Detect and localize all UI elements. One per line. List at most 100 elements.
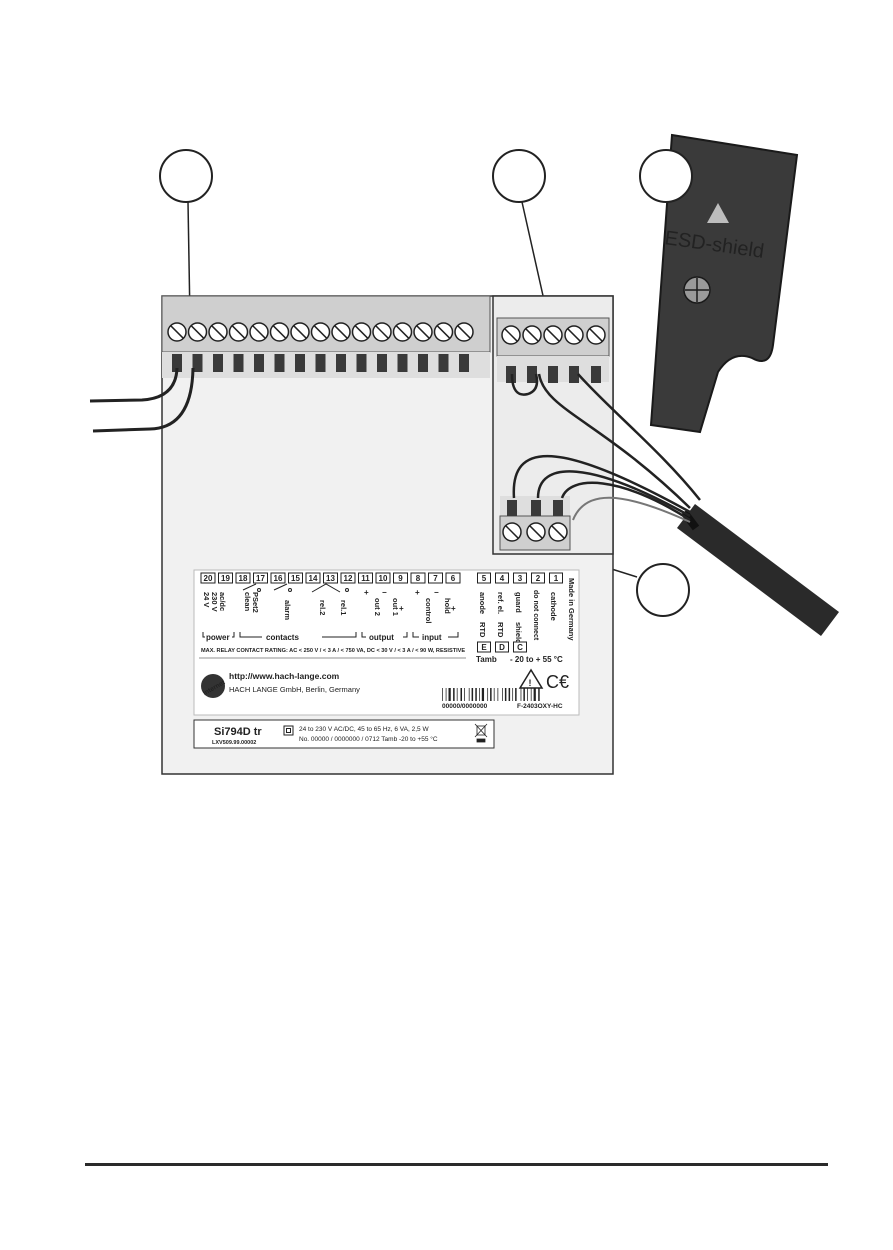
barcode-bar: [468, 688, 470, 701]
barcode-bar: [442, 688, 443, 701]
terminal-number-box: [358, 572, 373, 584]
barcode-bar: [523, 688, 525, 701]
contact-slot: [527, 366, 537, 383]
terminal-number-box: [253, 572, 268, 584]
contact-slot: [213, 354, 223, 372]
terminal-number-box: [495, 641, 509, 653]
terminal-number: 7: [433, 574, 438, 583]
screw-slot: [395, 325, 410, 339]
terminal-number-box: [495, 572, 509, 584]
screw-slot: [457, 325, 471, 339]
screw-slot: [375, 325, 389, 339]
terminal-number: 15: [291, 574, 300, 583]
contact-slot: [459, 354, 469, 372]
contact-slot: [377, 354, 387, 372]
sensor-terminal-labels: anode ref. el. guard do not connect cath…: [478, 578, 576, 644]
sign-minus-out: −: [382, 588, 387, 597]
screw-slot: [354, 325, 369, 339]
barcode-bar: [479, 688, 480, 701]
group-contacts: contacts: [266, 633, 299, 642]
screw-slot: [252, 325, 266, 339]
terminal-number: 3: [518, 574, 523, 583]
terminal-number-box: [513, 641, 527, 653]
barcode-bar: [497, 688, 499, 701]
screw-slot: [170, 325, 184, 339]
screw-slot: [546, 328, 560, 342]
barcode-bar: [490, 688, 492, 701]
label-hold: hold: [443, 598, 452, 614]
sign-plus-control: +: [415, 588, 420, 597]
barcode-bar: [487, 688, 489, 701]
label-alarm: alarm: [283, 600, 292, 620]
ce-mark: C€: [546, 672, 569, 692]
contact-slot: [233, 354, 244, 372]
barcode-bar: [512, 688, 514, 701]
terminal-number: 6: [451, 574, 456, 583]
terminal-number: 18: [239, 574, 248, 583]
label-guard: guard: [514, 592, 523, 613]
terminal-number-box: [288, 572, 303, 584]
label-out1: out 1: [391, 598, 400, 616]
barcode-bar: [475, 688, 477, 701]
screw-slot: [504, 328, 518, 342]
warning-icon: [707, 203, 729, 223]
group-input: input: [422, 633, 442, 642]
terminal-number-box: [323, 572, 338, 584]
company-name: HACH LANGE GmbH, Berlin, Germany: [229, 685, 360, 694]
nameplate-line2: No. 00000 / 0000000 / 0712 Tamb -20 to +…: [299, 735, 438, 743]
internet-url: http://www.hach-lange.com: [229, 671, 340, 681]
terminal-number-box: [549, 572, 563, 584]
label-rtd-e: RTD: [478, 622, 487, 638]
barcode-bar: [504, 688, 507, 701]
nameplate-model: Si794D tr: [214, 726, 262, 738]
barcode-bar: [445, 688, 447, 701]
terminal-number: 4: [500, 574, 505, 583]
contact-slot: [553, 500, 563, 516]
contact-slot: [531, 500, 541, 516]
svg-text:!: !: [529, 678, 532, 688]
barcode-bar: [527, 688, 528, 701]
main-terminal-screws: [167, 322, 474, 342]
screw-slot: [525, 328, 539, 342]
barcode-bar: [533, 688, 536, 701]
screw-slot: [529, 525, 543, 539]
label-rel1: rel.1: [339, 600, 348, 615]
esd-shield: ESD-shield: [649, 133, 799, 434]
screw-slot: [551, 525, 565, 539]
contact-slot: [397, 354, 408, 372]
contact-slot: [356, 354, 367, 372]
contact-slot: [315, 354, 326, 372]
barcode-bar: [530, 688, 532, 701]
page-rule: [85, 1163, 828, 1166]
barcode-bar: [493, 688, 495, 701]
terminal-number: 11: [361, 574, 370, 583]
terminal-number-box: [513, 572, 527, 584]
label-out2: out 2: [373, 598, 382, 616]
weee-bin-icon: [474, 723, 488, 743]
callout-circle-4: [636, 563, 690, 617]
screw-slot: [416, 325, 430, 339]
label-clean: clean: [243, 592, 252, 612]
terminal-number: 14: [309, 574, 318, 583]
sensor-terminal-screws: [501, 325, 606, 345]
nameplate-part: LXV509.99.00002: [212, 740, 256, 746]
label-do-not-connect: do not connect: [532, 590, 539, 641]
terminal-number: 12: [344, 574, 353, 583]
relay-rating: MAX. RELAY CONTACT RATING: AC < 250 V / …: [201, 648, 465, 654]
group-brackets: [202, 632, 459, 638]
power-wires: [89, 367, 195, 433]
screw-slot: [567, 328, 581, 342]
barcode-bar: [456, 688, 458, 701]
screw-slot: [272, 325, 287, 339]
tamb-label: Tamb: [476, 655, 497, 664]
barcode-bar: [448, 688, 451, 701]
sign-plus-out2: +: [364, 588, 369, 597]
contact-slot: [192, 354, 203, 372]
label-control: control: [424, 598, 433, 623]
label-24v: 24 V: [202, 592, 211, 607]
barcode-bar: [502, 688, 503, 701]
